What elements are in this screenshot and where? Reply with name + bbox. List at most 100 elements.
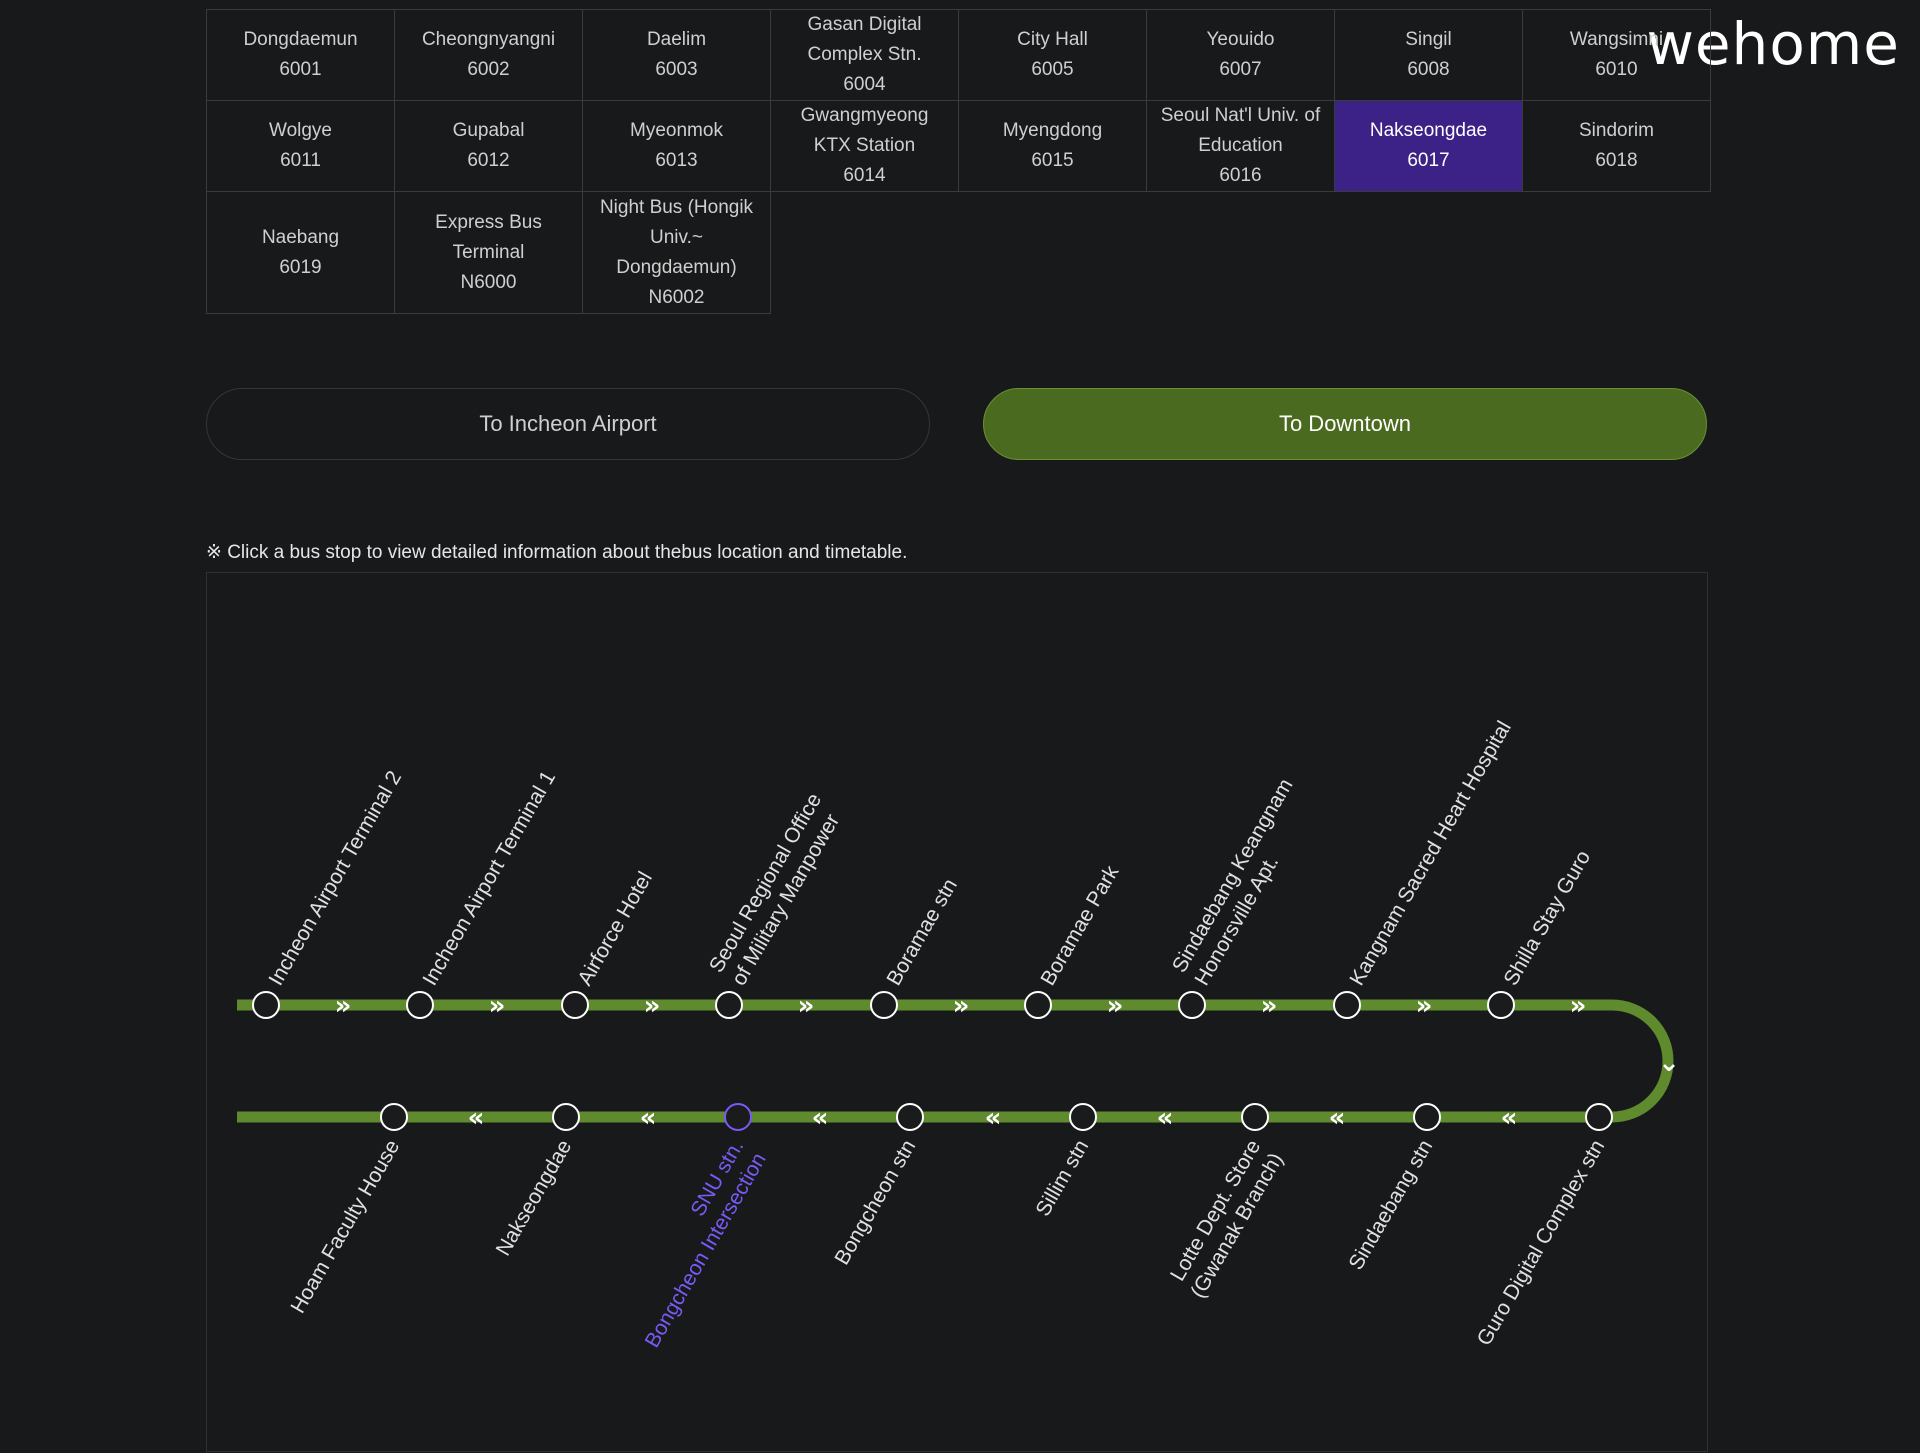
route-name: Naebang	[261, 226, 340, 248]
route-name: City Hall	[1017, 29, 1088, 50]
direction-arrow-right-icon: »	[1570, 991, 1587, 1021]
bus-stop-marker[interactable]	[1069, 1103, 1097, 1131]
bus-stop-label[interactable]: Sindaebang KeangnamHonorsville Apt.	[1168, 775, 1320, 990]
route-number: 6004	[843, 74, 886, 95]
route-name: Sindorim	[1579, 120, 1654, 141]
bus-stop-marker[interactable]	[1585, 1103, 1613, 1131]
bus-stop-label[interactable]: Boramae Park	[1036, 861, 1123, 989]
bus-stop-marker[interactable]	[1178, 991, 1206, 1019]
route-number: 6017	[1407, 150, 1450, 171]
to-downtown-button[interactable]: To Downtown	[983, 388, 1707, 460]
bus-stop-label[interactable]: Sillim stn	[1031, 1136, 1093, 1220]
bus-stop-marker[interactable]	[1413, 1103, 1441, 1131]
direction-arrow-down-icon: ⌄	[1658, 1048, 1680, 1078]
bus-stop-marker[interactable]	[724, 1103, 752, 1131]
bus-stop-label[interactable]: Seoul Regional Officeof Military Manpowe…	[705, 789, 849, 989]
direction-arrow-right-icon: »	[644, 991, 661, 1021]
route-number: N6000	[460, 271, 517, 293]
route-cell-6007[interactable]: Yeouido 6007	[1147, 10, 1335, 101]
route-cell-n6002[interactable]: Night Bus (Hongik Univ.~ Dongdaemun)N600…	[583, 192, 771, 314]
direction-arrow-left-icon: «	[640, 1103, 657, 1133]
bus-stop-label[interactable]: Hoam Faculty House	[286, 1136, 404, 1317]
route-number: 6001	[279, 59, 322, 80]
direction-arrow-right-icon: »	[489, 991, 506, 1021]
bus-stop-marker[interactable]	[715, 991, 743, 1019]
route-name: Yeouido	[1206, 29, 1275, 50]
route-cell-6012[interactable]: Gupabal 6012	[395, 101, 583, 192]
bus-stop-marker[interactable]	[1333, 991, 1361, 1019]
bus-stop-label[interactable]: Incheon Airport Terminal 2	[264, 767, 406, 989]
route-name: Myengdong	[1002, 120, 1103, 141]
bus-stop-marker[interactable]	[561, 991, 589, 1019]
bus-stop-marker[interactable]	[252, 991, 280, 1019]
direction-arrow-right-icon: »	[798, 991, 815, 1021]
route-cell-6001[interactable]: Dongdaemun 6001	[207, 10, 395, 101]
bus-stop-marker[interactable]	[896, 1103, 924, 1131]
route-name: Gwangmyeong KTX Station	[800, 105, 929, 156]
bus-stop-marker[interactable]	[406, 991, 434, 1019]
bus-stop-marker[interactable]	[380, 1103, 408, 1131]
route-name: Seoul Nat'l Univ. of Education	[1160, 105, 1321, 156]
route-name: Gupabal	[452, 120, 525, 141]
bus-stop-marker[interactable]	[870, 991, 898, 1019]
direction-arrow-left-icon: «	[1329, 1103, 1346, 1133]
route-name: Daelim	[646, 29, 707, 50]
route-number: 6018	[1595, 150, 1638, 171]
route-cell-6017[interactable]: Nakseongdae 6017	[1335, 101, 1523, 192]
direction-arrow-right-icon: »	[1107, 991, 1124, 1021]
bus-stop-marker[interactable]	[1024, 991, 1052, 1019]
wehome-watermark: wehome	[1646, 10, 1900, 78]
bus-stop-label[interactable]: Airforce Hotel	[573, 868, 657, 990]
bus-stop-label[interactable]: Sindaebang stn	[1344, 1136, 1437, 1274]
route-cell-6018[interactable]: Sindorim 6018	[1523, 101, 1711, 192]
direction-arrow-left-icon: «	[1501, 1103, 1518, 1133]
route-name: Singil	[1405, 29, 1452, 50]
direction-arrow-left-icon: «	[812, 1103, 829, 1133]
route-number: 6007	[1219, 59, 1262, 80]
route-name: Wangsimni	[1569, 29, 1664, 50]
route-map-panel: »»»»»»»»»«««««««⌄Incheon Airport Termina…	[206, 572, 1708, 1452]
bus-stop-label[interactable]: SNU stn.Bongcheon Intersection	[618, 1136, 771, 1352]
bus-stop-label[interactable]: Boramae stn	[882, 875, 961, 990]
direction-arrow-right-icon: »	[953, 991, 970, 1021]
route-number: 6011	[280, 150, 321, 171]
bus-stop-marker[interactable]	[1241, 1103, 1269, 1131]
direction-arrow-right-icon: »	[1261, 991, 1278, 1021]
bus-stop-marker[interactable]	[1487, 991, 1515, 1019]
bus-stop-label[interactable]: Bongcheon stn	[830, 1136, 920, 1269]
bus-stop-label[interactable]: Lotte Dept. Store(Gwanak Branch)	[1164, 1136, 1288, 1302]
bus-stop-marker[interactable]	[552, 1103, 580, 1131]
bus-stop-label[interactable]: Nakseongdae	[492, 1136, 577, 1260]
route-name: Dongdaemun	[243, 29, 358, 50]
route-cell-6004[interactable]: Gasan Digital Complex Stn. 6004	[771, 10, 959, 101]
direction-arrow-left-icon: «	[1157, 1103, 1174, 1133]
bus-stop-label[interactable]: Kangnam Sacred Heart Hospital	[1345, 717, 1516, 989]
route-track	[237, 999, 1674, 1123]
route-name: Express Bus Terminal	[435, 211, 542, 263]
bus-stop-notice: ※ Click a bus stop to view detailed info…	[206, 542, 908, 563]
bus-stop-label[interactable]: Incheon Airport Terminal 1	[418, 767, 560, 989]
direction-arrow-right-icon: »	[335, 991, 352, 1021]
bus-stop-label[interactable]: Shilla Stay Guro	[1499, 847, 1595, 990]
route-name: Gasan Digital Complex Stn.	[807, 14, 922, 65]
to-incheon-airport-button[interactable]: To Incheon Airport	[206, 388, 930, 460]
route-name: Nakseongdae	[1369, 120, 1488, 141]
bus-stop-label[interactable]: Guro Digital Complex stn	[1473, 1136, 1610, 1350]
route-number: 6002	[467, 59, 510, 80]
route-map: »»»»»»»»»«««««««⌄Incheon Airport Termina…	[237, 717, 1680, 1352]
direction-arrow-left-icon: «	[468, 1103, 485, 1133]
route-number: 6012	[467, 150, 510, 171]
route-number: N6002	[648, 286, 705, 308]
